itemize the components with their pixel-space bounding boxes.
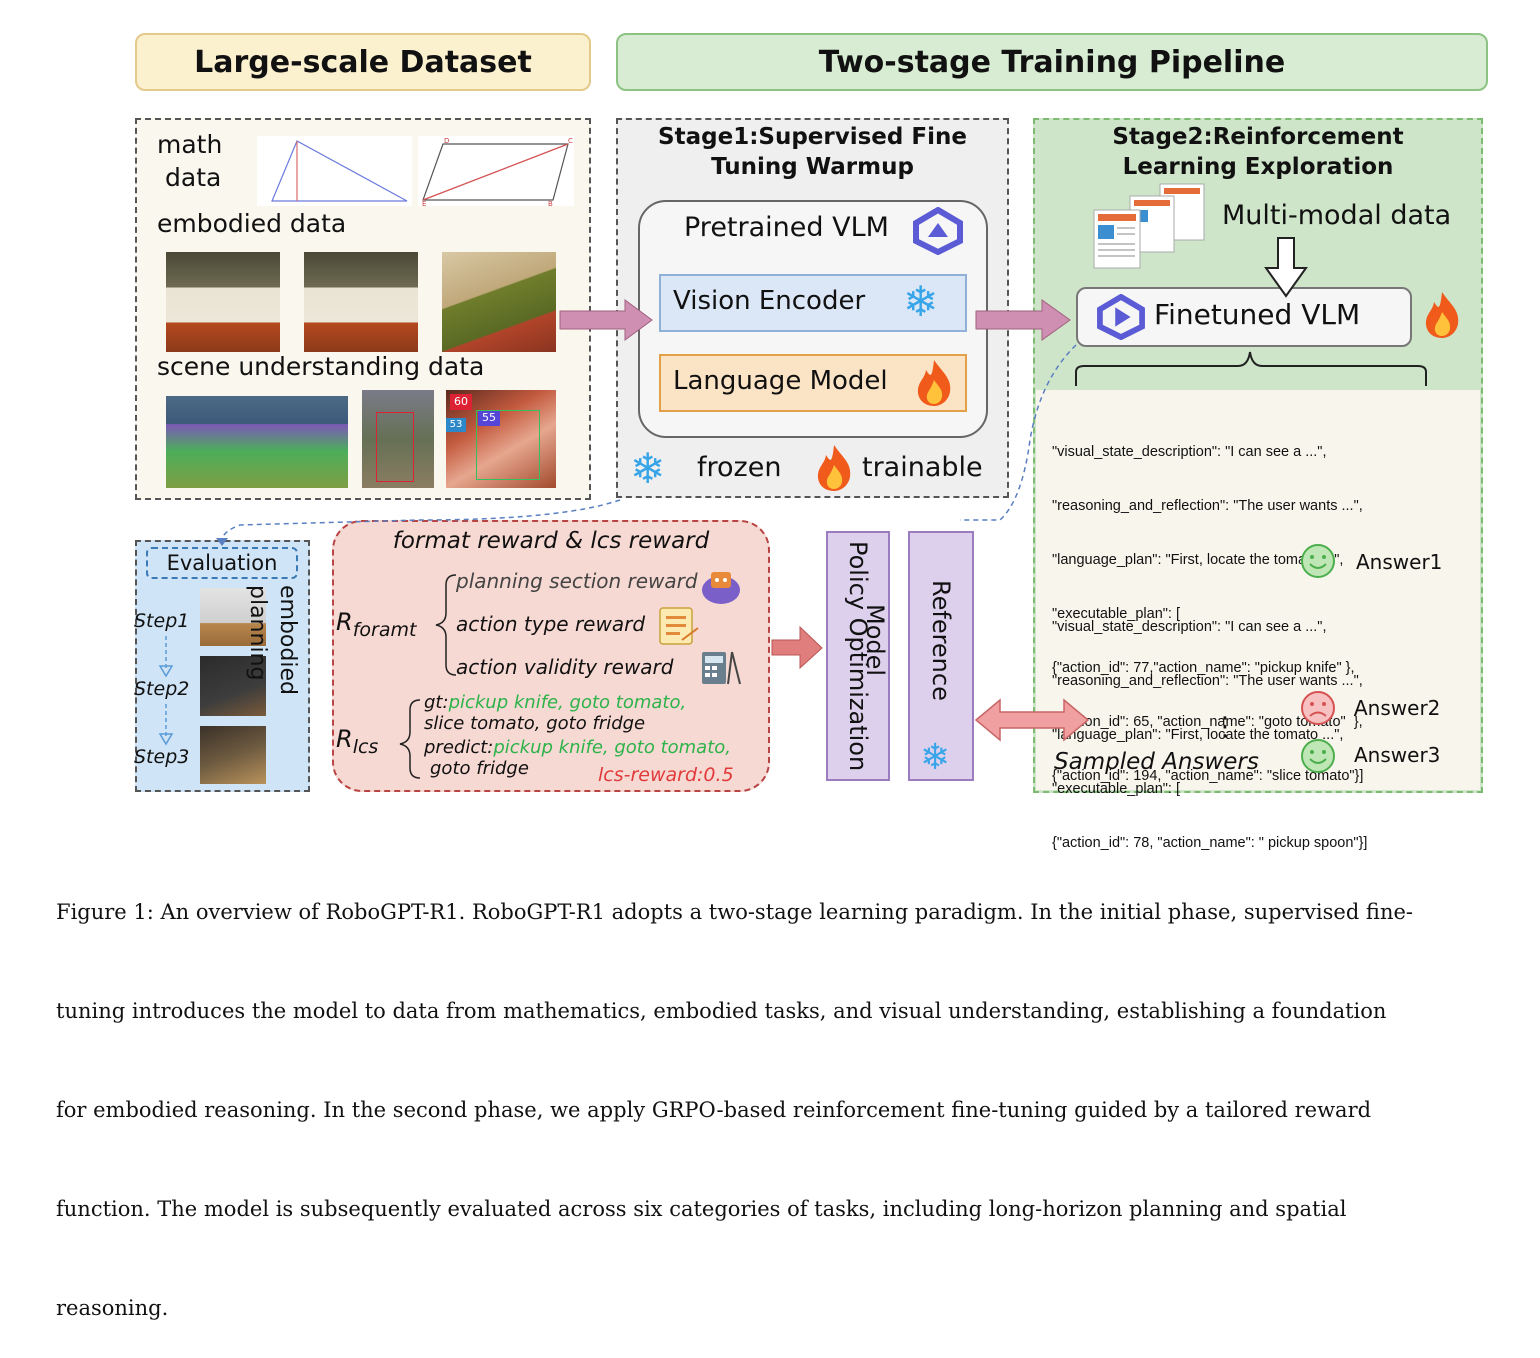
- figure-caption: Figure 1: An overview of RoboGPT-R1. Rob…: [56, 830, 1540, 1358]
